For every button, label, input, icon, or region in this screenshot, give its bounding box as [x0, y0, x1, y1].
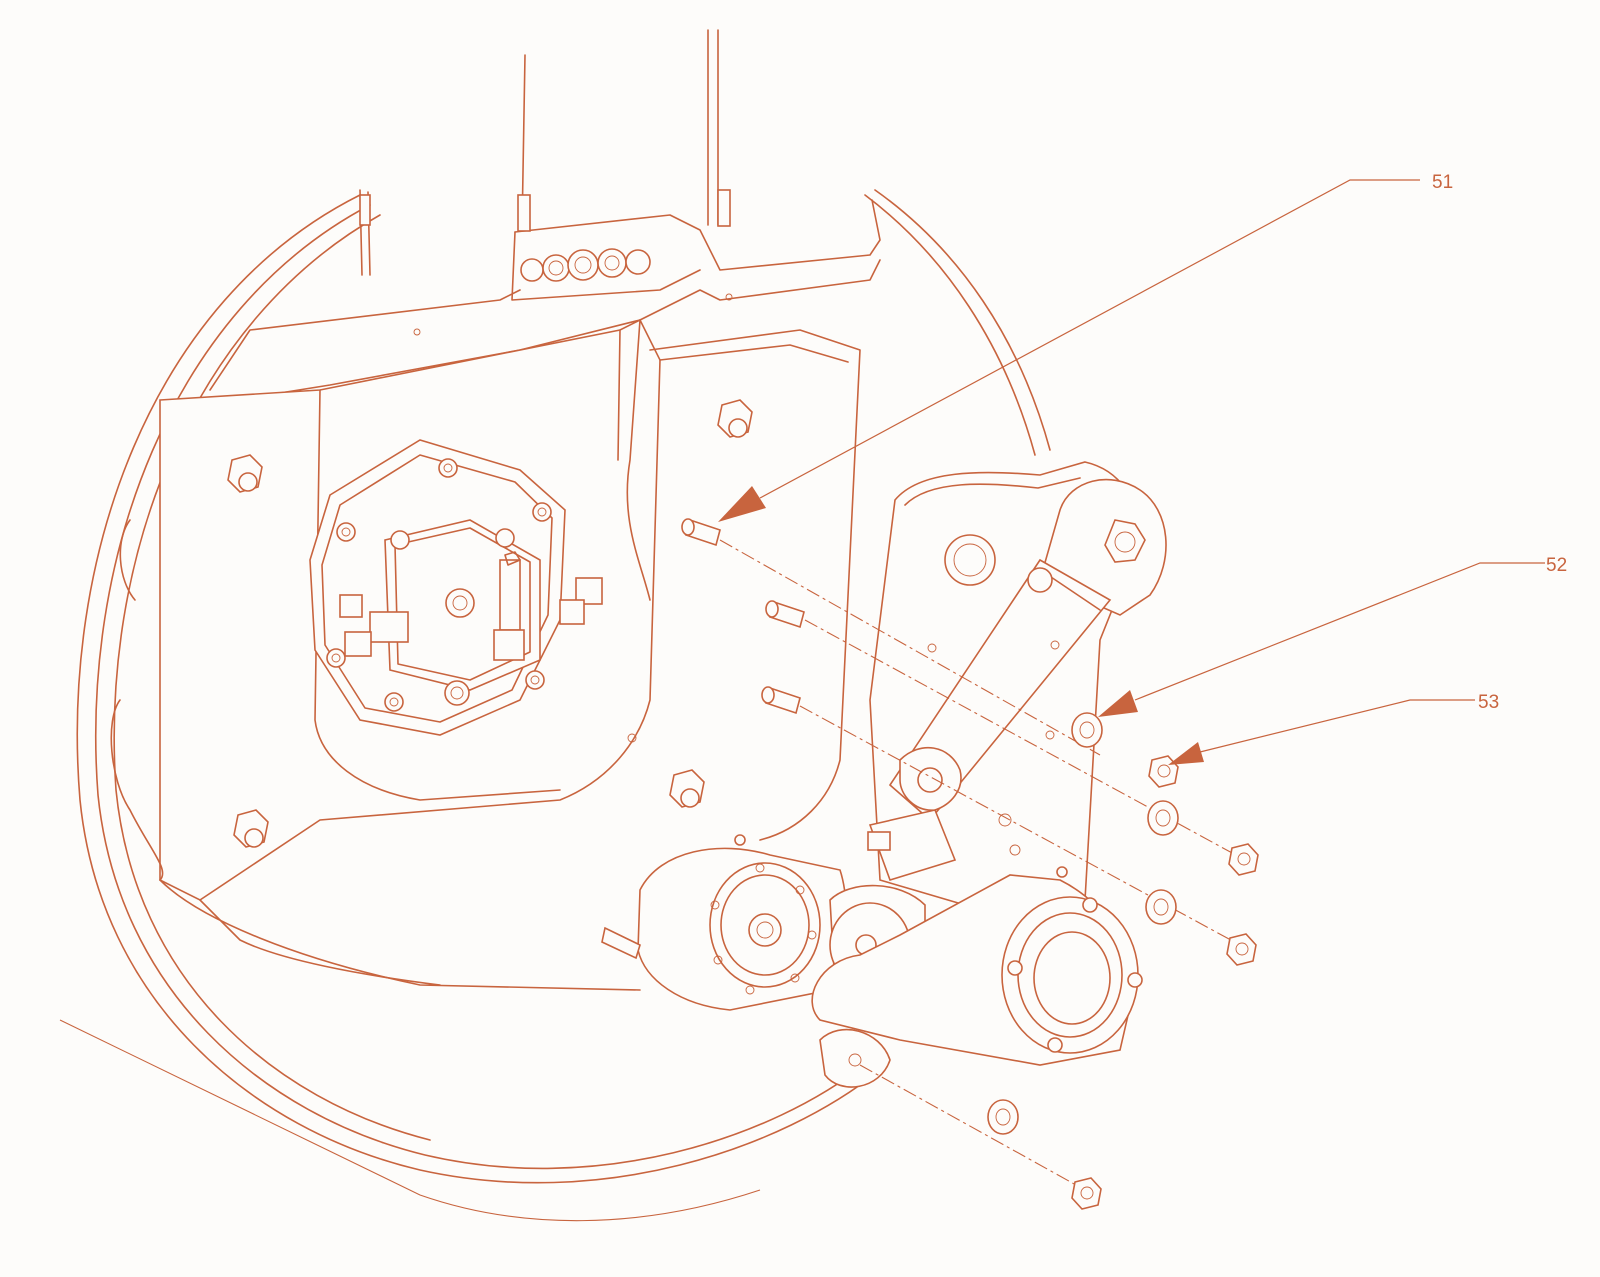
hex-nut-icon [1071, 1177, 1102, 1210]
hex-bolt-icon [233, 809, 269, 848]
washers [987, 712, 1179, 1135]
hex-bolt-icon [669, 769, 705, 808]
callout-arrow-52 [1098, 690, 1138, 717]
hex-nut-icon [1226, 933, 1257, 966]
flange-bolts [326, 458, 552, 712]
callout-53: 53 [1168, 692, 1499, 765]
hydraulic-motor [309, 439, 603, 736]
hex-nut-icon [1228, 843, 1259, 876]
studs [681, 518, 805, 715]
callout-arrow-51 [718, 486, 766, 522]
plate-bolts [227, 293, 753, 848]
callout-arrow-53 [1168, 742, 1204, 765]
explode-lines [719, 539, 1246, 1191]
leader-line-53 [1199, 699, 1475, 753]
upper-frame [204, 29, 881, 406]
leader-line-51 [759, 179, 1420, 499]
callout-label-51: 51 [1432, 172, 1453, 193]
roller-drum-left [601, 834, 848, 1011]
leader-line-52 [1134, 562, 1545, 701]
hex-nut-icon [1148, 755, 1179, 788]
spring-coil-group [520, 248, 651, 282]
callout-label-52: 52 [1546, 555, 1567, 576]
callout-52: 52 [1098, 555, 1567, 717]
bearing-housing [811, 866, 1143, 1088]
pivot-arm [867, 461, 1167, 931]
nuts [1071, 755, 1259, 1210]
callout-51: 51 [718, 172, 1453, 522]
callout-label-53: 53 [1478, 692, 1499, 713]
hex-bolt-icon [227, 454, 263, 493]
hex-bolt-icon [717, 399, 753, 438]
